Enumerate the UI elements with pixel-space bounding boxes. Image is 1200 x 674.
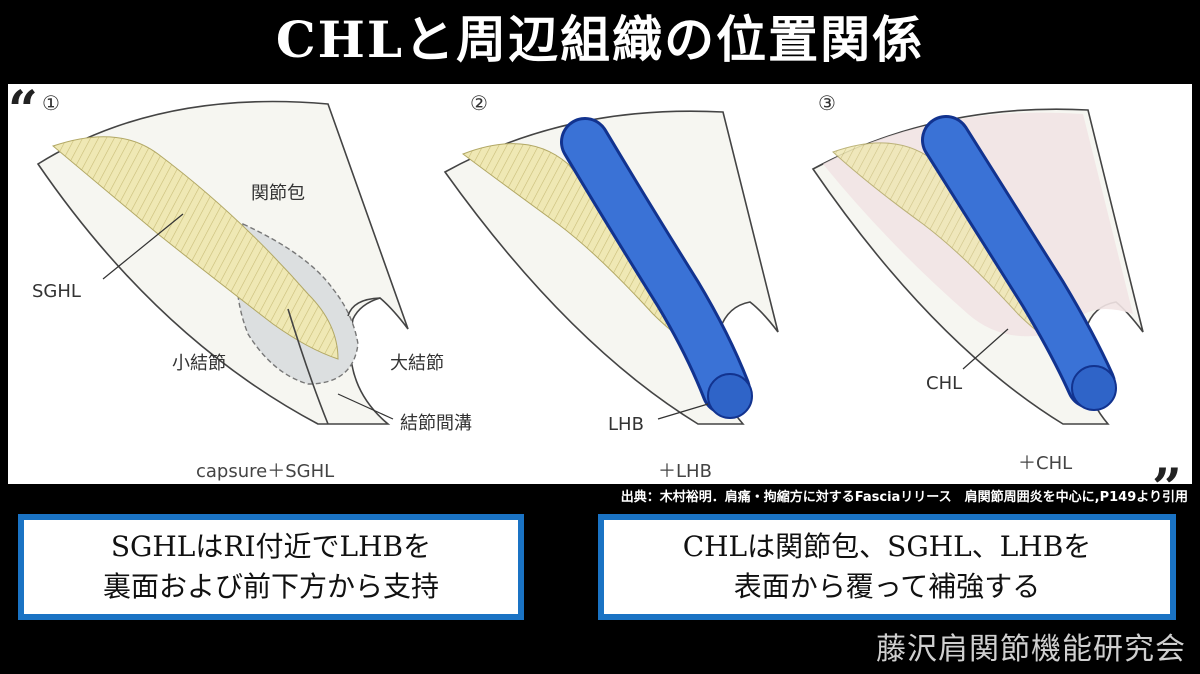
- citation: 出典：木村裕明．肩痛・拘縮方に対するFasciaリリース 肩関節周囲炎を中心に,…: [620, 490, 1188, 505]
- page-title: CHLと周辺組織の位置関係: [275, 10, 925, 69]
- label-chl: CHL: [926, 373, 962, 394]
- panel-1-number: ①: [42, 91, 60, 115]
- lhb-tendon-fill-3: [924, 118, 1113, 406]
- sghl-leader-line: [102, 213, 184, 280]
- panel-3: ③ CHL ＋CHL: [811, 91, 1144, 474]
- greater-tubercle-line: [347, 297, 381, 317]
- lhb-cross-section-3: [1071, 365, 1117, 411]
- groove-leader-line: [337, 393, 394, 420]
- summary-sghl-line-1: SGHLはRI付近でLHBを: [110, 530, 432, 563]
- label-lesser-tubercle: 小結節: [172, 353, 226, 374]
- label-lhb: LHB: [608, 414, 644, 435]
- organization-footer: 藤沢肩関節機能研究会: [876, 632, 1186, 667]
- anatomy-diagram: “ ” ① 関節包 SGHL 小結節 大結節 結節間溝 capsure＋SGHL…: [8, 84, 1182, 484]
- open-quote: “: [8, 84, 38, 141]
- label-sghl: SGHL: [32, 281, 81, 302]
- summary-box-sghl: SGHLはRI付近でLHBを 裏面および前下方から支持: [18, 514, 524, 620]
- caption-panel-1: capsure＋SGHL: [196, 461, 334, 482]
- label-capsule: 関節包: [251, 183, 305, 204]
- caption-panel-3: ＋CHL: [1018, 453, 1072, 474]
- lhb-tendon-fill-2: [563, 120, 748, 412]
- lhb-leader-line: [657, 403, 709, 420]
- summary-box-chl: CHLは関節包、SGHL、LHBを 表面から覆って補強する: [598, 514, 1176, 620]
- close-quote: ”: [1152, 458, 1182, 484]
- panel-2-number: ②: [470, 91, 488, 115]
- label-greater-tubercle: 大結節: [390, 353, 444, 374]
- summary-sghl-line-2: 裏面および前下方から支持: [102, 570, 439, 603]
- summary-chl-line-2: 表面から覆って補強する: [733, 570, 1041, 603]
- chl-leader-line: [962, 328, 1009, 370]
- diagram-panel: “ ” ① 関節包 SGHL 小結節 大結節 結節間溝 capsure＋SGHL…: [8, 84, 1192, 484]
- panel-2: ② LHB ＋LHB: [443, 91, 779, 482]
- summary-chl-line-1: CHLは関節包、SGHL、LHBを: [682, 530, 1092, 563]
- label-groove: 結節間溝: [400, 413, 472, 434]
- panel-1: ① 関節包 SGHL 小結節 大結節 結節間溝 capsure＋SGHL: [32, 91, 472, 482]
- caption-panel-2: ＋LHB: [658, 461, 712, 482]
- lhb-cross-section-2: [707, 373, 753, 419]
- lesser-tubercle-line: [287, 308, 329, 425]
- panel-3-number: ③: [818, 91, 836, 115]
